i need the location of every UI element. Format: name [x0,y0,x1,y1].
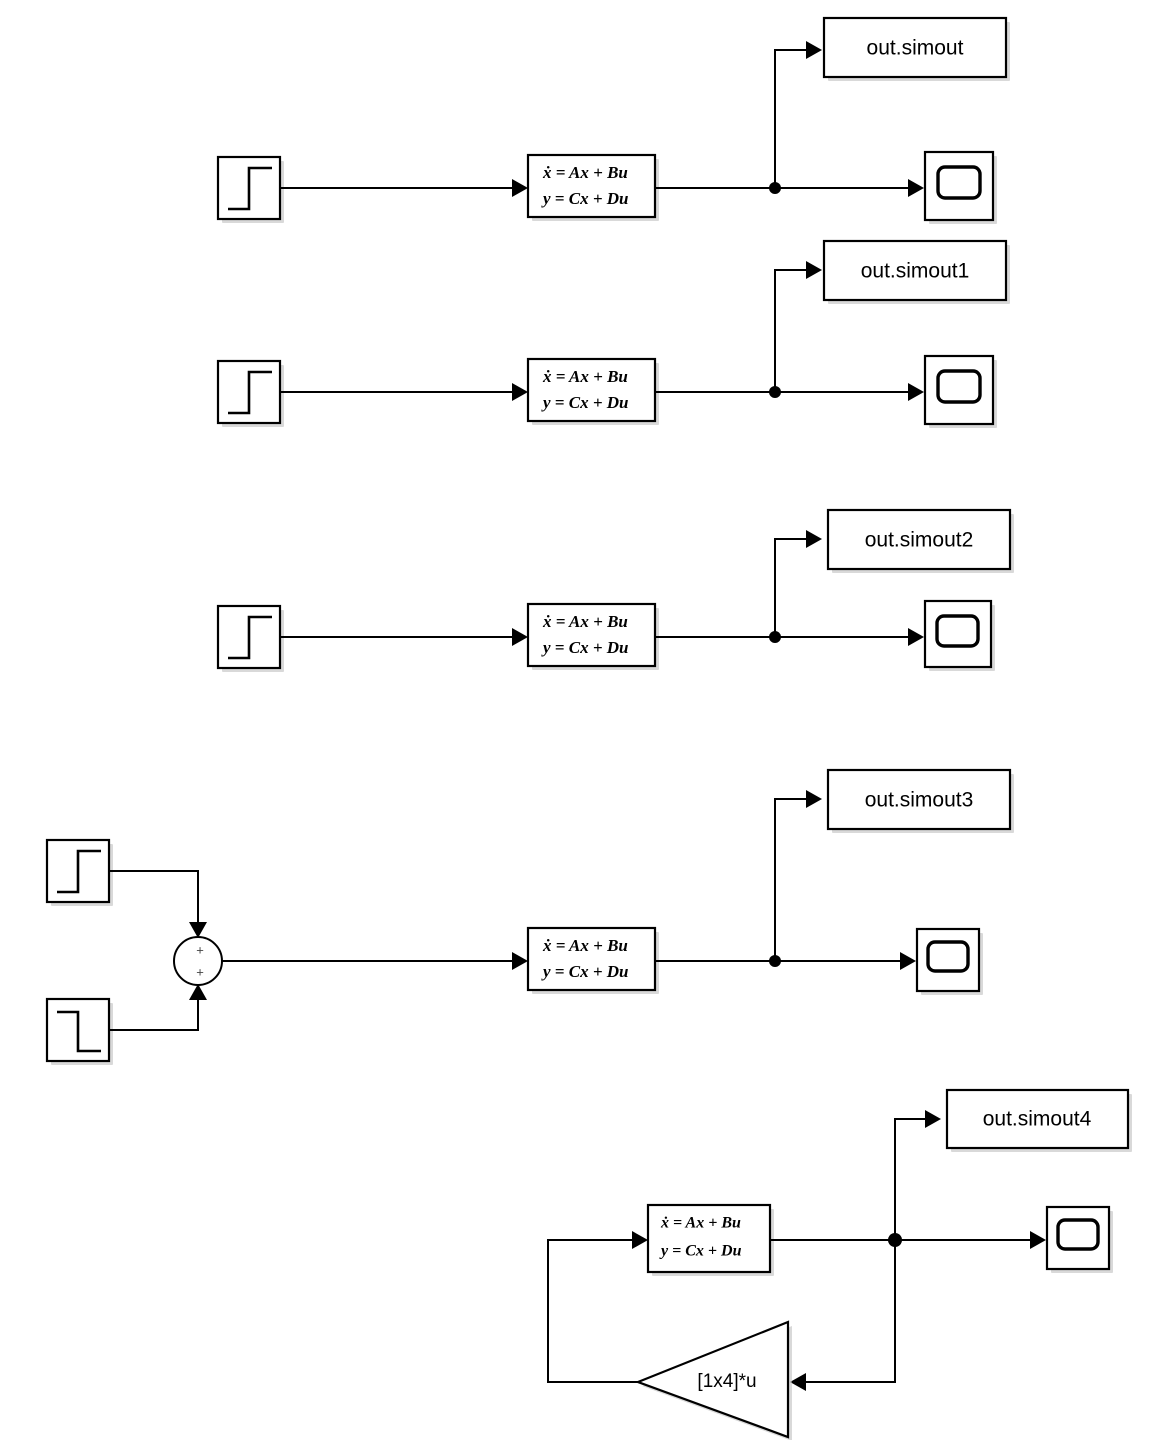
arrowhead-ss1-in [512,179,528,197]
step-rising-icon [57,849,101,894]
state-space-block-2[interactable]: ẋ = Ax + Bu y = Cx + Du [526,357,659,425]
row-5-group: ẋ = Ax + Bu y = Cx + Du out.simout4 [547,1088,1132,1440]
output-label-simout4: out.simout4 [983,1108,1092,1131]
ss-equation-line2: y = Cx + Du [541,638,629,657]
arrowhead-out2-in [806,261,822,279]
output-block-simout[interactable]: out.simout [822,16,1010,81]
row-4-group: + + ẋ = Ax + Bu y = Cx + Du out.simout3 [45,768,1014,1065]
output-label-simout1: out.simout1 [861,260,970,283]
scope-icon [926,940,970,973]
wire-branch5-to-out5 [894,1118,926,1241]
ss-equation-line1: ẋ = Ax + Bu [660,1215,741,1232]
arrowhead-scope5-in [1030,1231,1046,1249]
output-label-simout: out.simout [867,37,964,60]
output-block-simout2[interactable]: out.simout2 [826,508,1014,573]
state-space-block-1[interactable]: ẋ = Ax + Bu y = Cx + Du [526,153,659,221]
gain-label: [1x4]*u [697,1371,756,1392]
arrowhead-scope1-in [908,179,924,197]
arrowhead-ss4-in [512,952,528,970]
wire-branch3-to-out3 [774,538,807,638]
step-block-1[interactable] [216,155,284,223]
arrowhead-sum-in-bottom [189,984,207,1000]
arrowhead-out5-in [925,1110,941,1128]
row-2-group: ẋ = Ax + Bu y = Cx + Du out.simout1 [216,239,1010,428]
state-space-block-5[interactable]: ẋ = Ax + Bu y = Cx + Du [646,1203,774,1276]
wire-step4a-to-sum [108,870,199,923]
ss-equation-line2: y = Cx + Du [541,189,629,208]
step-rising-icon [228,615,272,660]
step-rising-icon [228,370,272,415]
ss-equation-line2: y = Cx + Du [541,962,629,981]
scope-icon [935,614,980,648]
output-label-simout3: out.simout3 [865,789,974,812]
arrowhead-ss3-in [512,628,528,646]
output-label-simout2: out.simout2 [865,529,974,552]
scope-block-5[interactable] [1045,1205,1113,1273]
step-block-3[interactable] [216,604,284,672]
row-3-group: ẋ = Ax + Bu y = Cx + Du out.simout2 [216,508,1014,672]
output-block-simout3[interactable]: out.simout3 [826,768,1014,833]
wire-branch2-to-out2 [774,269,807,393]
arrowhead-out4-in [806,790,822,808]
output-block-simout1[interactable]: out.simout1 [822,239,1010,304]
gain-triangle-icon [634,1320,790,1439]
ss-equation-line2: y = Cx + Du [541,393,629,412]
scope-icon [936,165,982,200]
gain-block[interactable]: [1x4]*u [634,1320,792,1440]
step-block-2[interactable] [216,359,284,427]
wire-step4b-to-sum [108,999,199,1031]
sum-sign-top: + [196,942,204,957]
wire-branch4-to-out4 [774,798,807,962]
scope-block-3[interactable] [923,599,995,671]
ss-equation-line1: ẋ = Ax + Bu [542,612,628,631]
scope-icon [936,369,982,404]
wire-branch1-to-out1 [774,49,807,189]
arrowhead-out3-in [806,530,822,548]
state-space-block-4[interactable]: ẋ = Ax + Bu y = Cx + Du [526,926,659,994]
step-block-4a[interactable] [45,838,113,906]
step-falling-icon [57,1010,101,1053]
ss-equation-line1: ẋ = Ax + Bu [542,367,628,386]
scope-block-2[interactable] [923,354,997,428]
wire-gain-to-ss5 [547,1239,639,1383]
arrowhead-out1-in [806,41,822,59]
arrowhead-gain-in [790,1373,806,1391]
sum-sign-bottom: + [196,964,204,979]
state-space-block-3[interactable]: ẋ = Ax + Bu y = Cx + Du [526,602,659,670]
row-1-group: ẋ = Ax + Bu y = Cx + Du out.simout [216,16,1010,224]
ss-equation-line1: ẋ = Ax + Bu [542,936,628,955]
arrowhead-scope3-in [908,628,924,646]
arrowhead-scope4-in [900,952,916,970]
arrowhead-ss5-in [632,1231,648,1249]
arrowhead-sum-in-top [189,922,207,938]
step-block-4b[interactable] [45,997,113,1065]
wire-branch5-to-gain [805,1239,896,1383]
ss-equation-line1: ẋ = Ax + Bu [542,163,628,182]
ss-equation-line2: y = Cx + Du [659,1243,742,1260]
scope-block-1[interactable] [923,150,997,224]
sum-block[interactable]: + + [173,936,223,986]
output-block-simout4[interactable]: out.simout4 [945,1088,1132,1152]
scope-icon [1056,1218,1100,1251]
arrowhead-ss2-in [512,383,528,401]
arrowhead-scope2-in [908,383,924,401]
step-rising-icon [228,166,272,211]
scope-block-4[interactable] [915,927,983,995]
